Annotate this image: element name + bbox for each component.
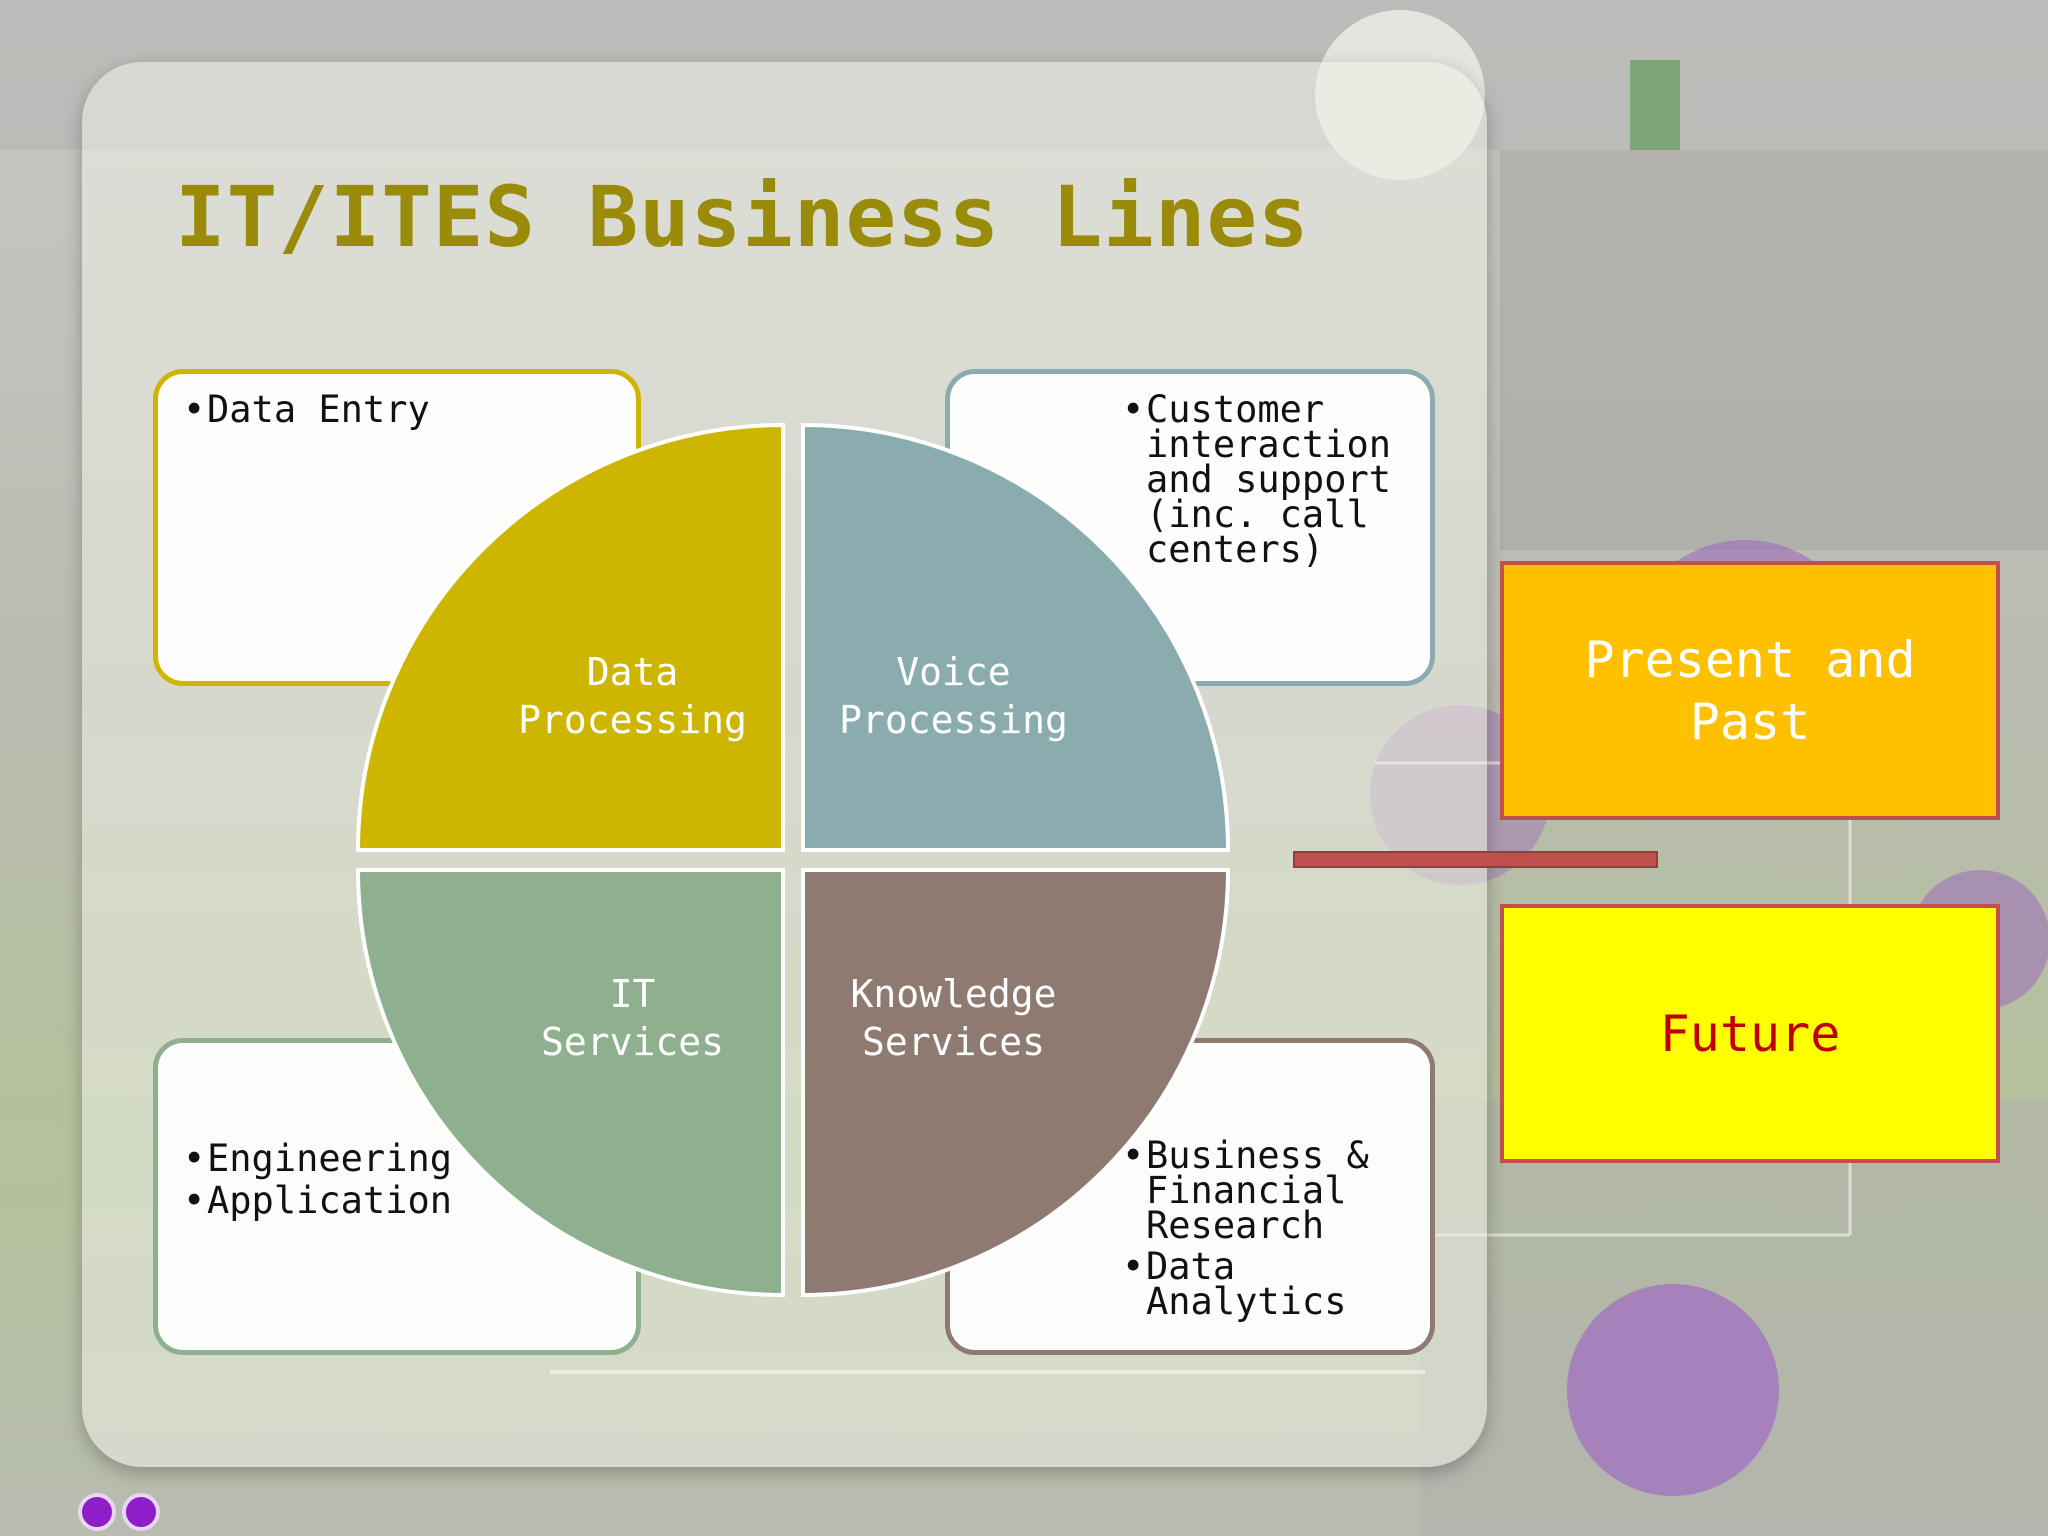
bullet-line: and support <box>1146 458 1392 501</box>
bullet-customer-interaction: Customer interaction and support (inc. c… <box>1122 391 1430 568</box>
bullet-business-financial-research: Business & Financial Research <box>1122 1137 1430 1244</box>
quadrant-label-voice-processing: Voice Processing <box>826 648 1081 744</box>
nav-dot <box>78 1493 116 1531</box>
bullet-line: (inc. call <box>1146 493 1369 536</box>
quadrant-data-processing <box>355 422 785 852</box>
present-label-line: Present and <box>1584 630 1916 689</box>
bullet-line: Research <box>1146 1204 1325 1247</box>
slide-title: IT/ITES Business Lines <box>175 168 1310 266</box>
bullet-line: centers) <box>1146 528 1325 571</box>
label-line: Voice <box>896 650 1011 694</box>
quadrant-label-it-services: IT Services <box>505 970 760 1066</box>
quadrant-voice-processing <box>801 422 1231 852</box>
label-line: Processing <box>839 698 1068 742</box>
bullet-engineering: Engineering <box>183 1140 636 1177</box>
quadrant-knowledge-services <box>801 868 1231 1298</box>
bullet-line: Data <box>1146 1245 1236 1288</box>
bullet-data-entry: Data Entry <box>183 391 636 428</box>
timeline-connector <box>1293 851 1658 868</box>
future-label: Future <box>1659 1004 1841 1063</box>
quadrant-label-knowledge-services: Knowledge Services <box>826 970 1081 1066</box>
bullet-line: Customer <box>1146 388 1325 431</box>
bullet-line: Business & <box>1146 1134 1369 1177</box>
label-line: Knowledge <box>850 972 1057 1016</box>
future-box: Future <box>1500 904 2000 1163</box>
bullet-line: Analytics <box>1146 1280 1347 1323</box>
label-line: Data <box>586 650 679 694</box>
quadrant-label-data-processing: Data Processing <box>505 648 760 744</box>
label-line: Processing <box>518 698 747 742</box>
quadrant-it-services <box>355 868 785 1298</box>
nav-dot <box>122 1493 160 1531</box>
label-line: Services <box>540 1020 725 1064</box>
label-line: Services <box>861 1020 1046 1064</box>
present-and-past-box: Present and Past <box>1500 561 2000 820</box>
bullet-data-analytics: Data Analytics <box>1122 1248 1430 1320</box>
present-label-line: Past <box>1689 692 1811 751</box>
label-line: IT <box>609 972 656 1016</box>
bullet-application: Application <box>183 1182 636 1219</box>
bullet-line: Financial <box>1146 1169 1347 1212</box>
bullet-line: interaction <box>1146 423 1392 466</box>
